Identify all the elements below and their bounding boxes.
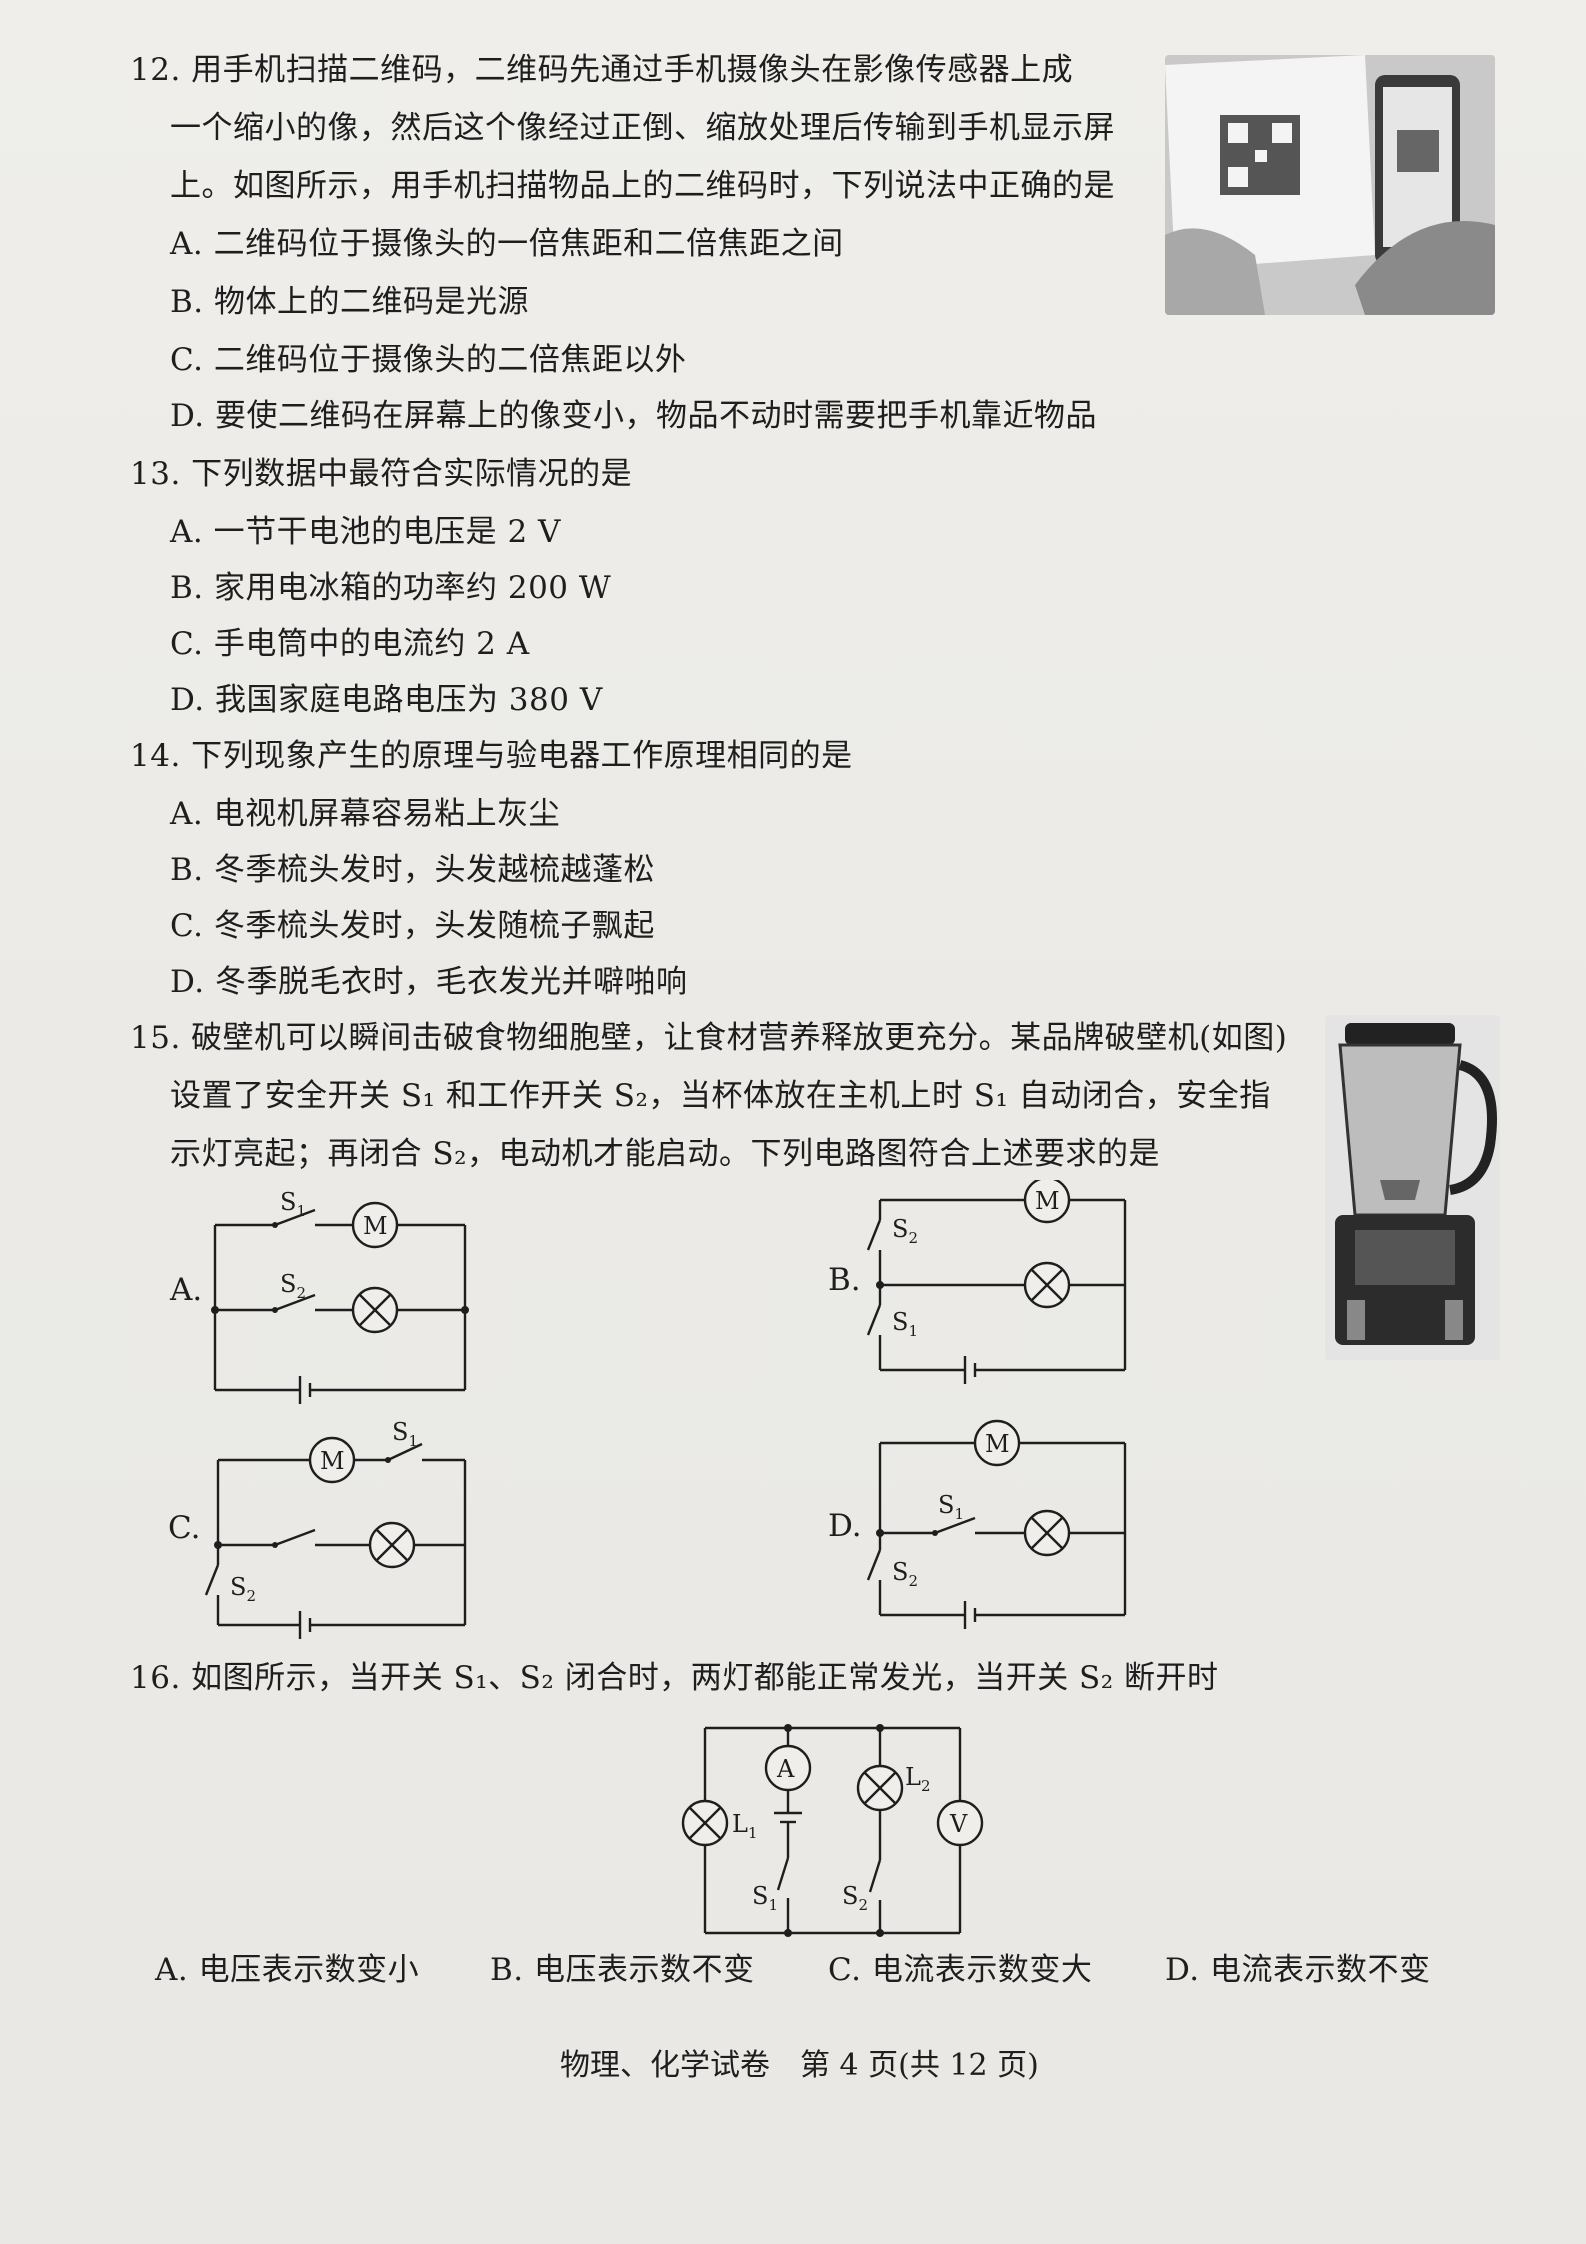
circuit-b-s2-label: S2 [892,1215,918,1247]
q12-option-b[interactable]: B. 物体上的二维码是光源 [170,284,529,320]
q15-circuit-a-label[interactable]: A. [170,1272,203,1308]
q16-s2-label: S2 [842,1882,868,1914]
q13-option-d[interactable]: D. 我国家庭电路电压为 380 V [170,682,603,718]
q16-l2-label: L2 [905,1763,930,1795]
q14-option-d[interactable]: D. 冬季脱毛衣时，毛衣发光并噼啪响 [170,964,688,1000]
q15-circuit-c-label[interactable]: C. [168,1510,201,1546]
circuit-d-s2-label: S2 [892,1558,918,1590]
q13-option-a[interactable]: A. 一节干电池的电压是 2 V [170,514,561,550]
q15-circuit-d[interactable]: M S1 S2 [860,1415,1140,1640]
q14-option-b[interactable]: B. 冬季梳头发时，头发越梳越蓬松 [170,852,655,888]
q14-option-c[interactable]: C. 冬季梳头发时，头发随梳子飘起 [170,908,655,944]
q15-stem-line-3: 示灯亮起；再闭合 S₂，电动机才能启动。下列电路图符合上述要求的是 [170,1136,1161,1172]
q15-stem-line-1: 15. 破壁机可以瞬间击破食物细胞壁，让食材营养释放更充分。某品牌破壁机(如图) [130,1020,1288,1056]
circuit-b-motor-label: M [1035,1187,1060,1215]
q12-option-a[interactable]: A. 二维码位于摄像头的一倍焦距和二倍焦距之间 [170,226,844,262]
circuit-d-motor-label: M [985,1430,1010,1458]
q12-stem-line-3: 上。如图所示，用手机扫描物品上的二维码时，下列说法中正确的是 [170,168,1115,204]
q16-option-c[interactable]: C. 电流表示数变大 [828,1952,1093,1988]
q15-circuit-c[interactable]: M S1 S2 [200,1410,480,1640]
q15-circuit-b-label[interactable]: B. [828,1262,861,1298]
blender-photo [1325,1015,1500,1360]
q15-circuit-b[interactable]: M S2 S1 [860,1180,1140,1405]
q16-stem: 16. 如图所示，当开关 S₁、S₂ 闭合时，两灯都能正常发光，当开关 S₂ 断… [130,1660,1219,1696]
q15-circuit-a[interactable]: M S1 S2 [200,1180,480,1405]
qr-scan-photo [1165,55,1495,315]
q16-circuit: L1 A S1 L2 S2 V [681,1724,984,1937]
q16-option-b[interactable]: B. 电压表示数不变 [490,1952,755,1988]
q13-option-b[interactable]: B. 家用电冰箱的功率约 200 W [170,570,612,606]
q12-option-c[interactable]: C. 二维码位于摄像头的二倍焦距以外 [170,342,687,378]
circuit-a-s1-label: S1 [280,1188,306,1220]
q12-option-d[interactable]: D. 要使二维码在屏幕上的像变小，物品不动时需要把手机靠近物品 [170,398,1097,434]
q16-ammeter-label: A [776,1755,795,1783]
q16-option-a[interactable]: A. 电压表示数变小 [155,1952,420,1988]
page-footer: 物理、化学试卷 第 4 页(共 12 页) [560,2048,1039,2083]
circuit-a-motor-label: M [363,1212,388,1240]
q13-stem: 13. 下列数据中最符合实际情况的是 [130,456,633,492]
blender-illustration [1325,1015,1500,1360]
q14-option-a[interactable]: A. 电视机屏幕容易粘上灰尘 [170,796,561,832]
q15-stem-line-2: 设置了安全开关 S₁ 和工作开关 S₂，当杯体放在主机上时 S₁ 自动闭合，安全… [170,1078,1271,1114]
q13-option-c[interactable]: C. 手电筒中的电流约 2 A [170,626,530,662]
circuit-b-s1-label: S1 [892,1308,918,1340]
q16-s1-label: S1 [752,1882,778,1914]
qr-scan-illustration [1165,55,1495,315]
circuit-c-s1-label: S1 [392,1418,418,1450]
circuit-c-motor-label: M [320,1447,345,1475]
q12-stem-line-1: 12. 用手机扫描二维码，二维码先通过手机摄像头在影像传感器上成 [130,52,1074,88]
q14-stem: 14. 下列现象产生的原理与验电器工作原理相同的是 [130,738,853,774]
q12-stem-line-2: 一个缩小的像，然后这个像经过正倒、缩放处理后传输到手机显示屏 [170,110,1115,146]
q16-option-d[interactable]: D. 电流表示数不变 [1165,1952,1431,1988]
circuit-d-s1-label: S1 [938,1491,964,1523]
circuit-a-s2-label: S2 [280,1270,306,1302]
circuit-c-s2-label: S2 [230,1573,256,1605]
q16-l1-label: L1 [732,1810,757,1842]
q16-voltmeter-label: V [949,1810,968,1838]
q15-circuit-d-label[interactable]: D. [828,1508,862,1544]
